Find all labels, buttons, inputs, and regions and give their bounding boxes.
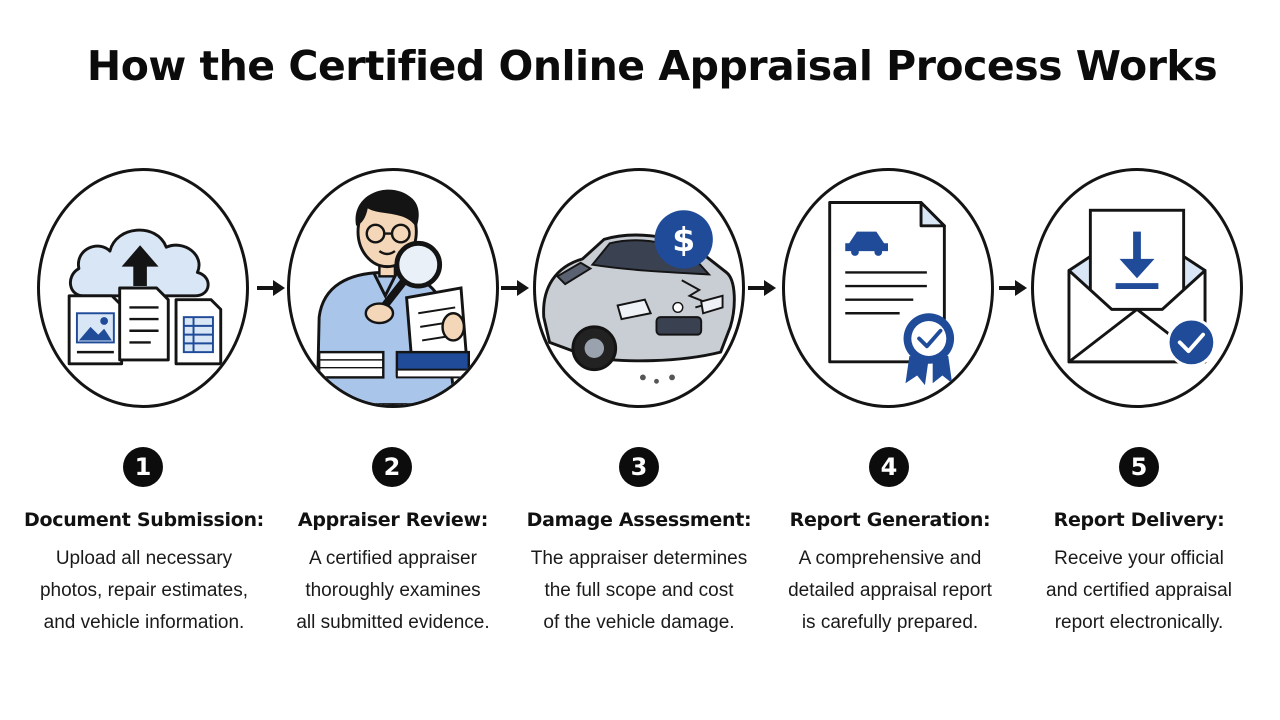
step-2-heading: Appraiser Review: <box>297 509 489 531</box>
arrow-right-icon <box>501 280 529 296</box>
description-line: The appraiser determines <box>530 548 748 569</box>
step-1-number-badge: 1 <box>123 447 163 487</box>
envelope-download-icon <box>1067 208 1217 368</box>
description-line: report electronically. <box>1054 612 1224 633</box>
description-line: and certified appraisal <box>1046 580 1232 601</box>
step-4-illustration <box>782 168 994 408</box>
step-4-number-badge: 4 <box>869 447 909 487</box>
damaged-car-dollar-icon: $ <box>542 210 736 384</box>
step-4-description: A comprehensive and detailed appraisal r… <box>765 543 1015 639</box>
description-line: is carefully prepared. <box>801 612 979 633</box>
description-line: the full scope and cost <box>544 580 734 601</box>
cloud-upload-documents-icon <box>67 228 223 366</box>
description-line: A certified appraiser <box>309 548 477 569</box>
step-3-illustration: $ <box>533 168 745 408</box>
step-4-heading: Report Generation: <box>789 509 991 531</box>
step-3-number-badge: 3 <box>619 447 659 487</box>
description-line: thoroughly examines <box>305 580 481 601</box>
description-line: photos, repair estimates, <box>39 580 249 601</box>
appraiser-magnifier-icon <box>315 189 471 405</box>
certified-report-icon <box>828 201 955 386</box>
arrow-right-icon <box>257 280 285 296</box>
step-5-illustration <box>1031 168 1243 408</box>
step-3-heading: Damage Assessment: <box>526 509 752 531</box>
step-5-number-badge: 5 <box>1119 447 1159 487</box>
description-line: Upload all necessary <box>55 548 233 569</box>
description-line: all submitted evidence. <box>296 612 490 633</box>
step-5-description: Receive your official and certified appr… <box>1014 543 1264 639</box>
step-2-illustration <box>287 168 499 408</box>
step-3-description: The appraiser determines the full scope … <box>514 543 764 639</box>
page-title: How the Certified Online Appraisal Proce… <box>86 42 1218 90</box>
arrow-right-icon <box>748 280 776 296</box>
description-line: and vehicle information. <box>43 612 245 633</box>
step-2-number-badge: 2 <box>372 447 412 487</box>
description-line: of the vehicle damage. <box>543 612 735 633</box>
step-1-illustration <box>37 168 249 408</box>
dollar-symbol: $ <box>672 220 695 259</box>
description-line: A comprehensive and <box>798 548 982 569</box>
step-1-description: Upload all necessary photos, repair esti… <box>19 543 269 639</box>
step-5-heading: Report Delivery: <box>1053 509 1225 531</box>
step-2-description: A certified appraiser thoroughly examine… <box>268 543 518 639</box>
arrow-right-icon <box>999 280 1027 296</box>
step-1-heading: Document Submission: <box>24 509 264 531</box>
description-line: Receive your official <box>1054 548 1224 569</box>
description-line: detailed appraisal report <box>788 580 992 601</box>
